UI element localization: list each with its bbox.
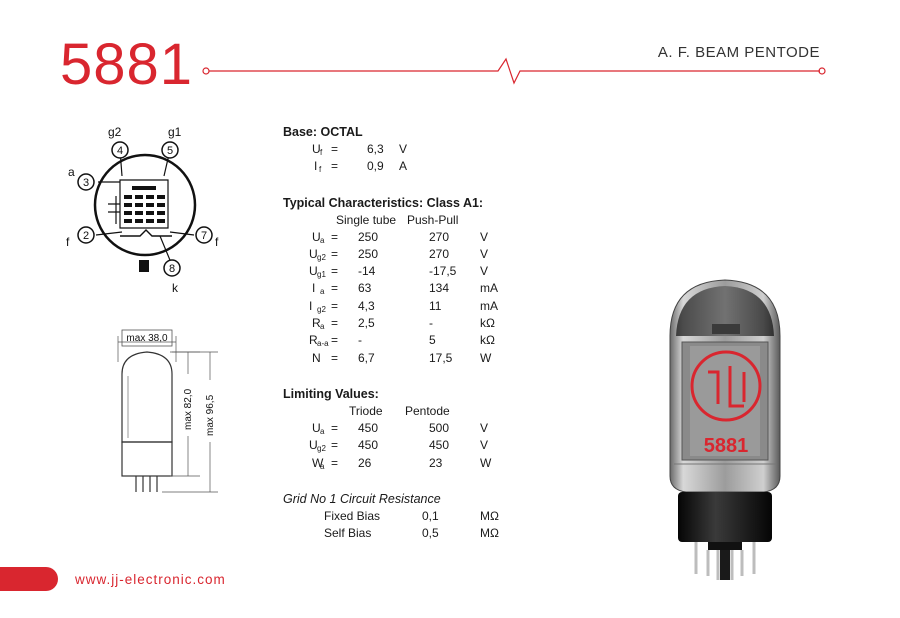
tube-base bbox=[678, 492, 772, 542]
jj-logo bbox=[690, 350, 762, 422]
spec-row: Fixed Bias 0,1 MΩ bbox=[324, 508, 499, 523]
envelope-outline bbox=[121, 351, 173, 443]
limiting-heading: Limiting Values: bbox=[283, 386, 379, 401]
column-headers: Single tube Push-Pull bbox=[336, 212, 459, 227]
pin-label: k bbox=[172, 281, 179, 295]
pin-number: 2 bbox=[83, 230, 89, 242]
socket-outline bbox=[93, 153, 197, 257]
jj-logo-mark bbox=[708, 366, 746, 408]
grid-heading: Grid No 1 Circuit Resistance bbox=[283, 491, 441, 506]
pin-label: g1 bbox=[168, 125, 182, 139]
mica-clip bbox=[712, 324, 740, 334]
width-label: max 38,0 bbox=[126, 333, 168, 344]
pin-label: g2 bbox=[108, 125, 122, 139]
dimension-drawing: max 38,0 max 82,0 max 96,5 bbox=[117, 329, 218, 493]
pinout-diagram: 4 5 3 2 7 8 g2 g1 a f f k bbox=[66, 125, 219, 295]
socket-key bbox=[139, 260, 149, 272]
column-headers: Triode Pentode bbox=[349, 403, 450, 418]
base-heading: Base: OCTAL bbox=[283, 125, 363, 139]
pin-label: f bbox=[215, 235, 219, 249]
body-height-label: max 82,0 bbox=[183, 388, 194, 430]
pin-number: 7 bbox=[201, 230, 207, 242]
header-rule bbox=[202, 57, 826, 85]
typical-heading: Typical Characteristics: Class A1: bbox=[283, 195, 484, 210]
electrode-grid bbox=[124, 195, 165, 223]
spec-row: Self Bias 0,5 MΩ bbox=[324, 526, 499, 541]
pin-label: a bbox=[68, 165, 75, 179]
footer-accent bbox=[0, 567, 58, 591]
pin-number: 4 bbox=[117, 145, 123, 157]
electrode-bar bbox=[132, 186, 156, 190]
pin-number: 5 bbox=[167, 145, 173, 157]
tube-photo: 5881 bbox=[669, 279, 781, 580]
base-outline bbox=[121, 441, 173, 477]
tube-marking: 5881 bbox=[704, 435, 749, 457]
getter-top bbox=[676, 286, 774, 336]
total-height-label: max 96,5 bbox=[205, 394, 216, 436]
pin-number: 3 bbox=[83, 177, 89, 189]
website-link[interactable]: www.jj-electronic.com bbox=[75, 572, 226, 587]
pin-number: 8 bbox=[169, 263, 175, 275]
pin-label: f bbox=[66, 235, 70, 249]
tube-type: A. F. BEAM PENTODE bbox=[657, 44, 820, 61]
model-title: 5881 bbox=[60, 32, 194, 97]
